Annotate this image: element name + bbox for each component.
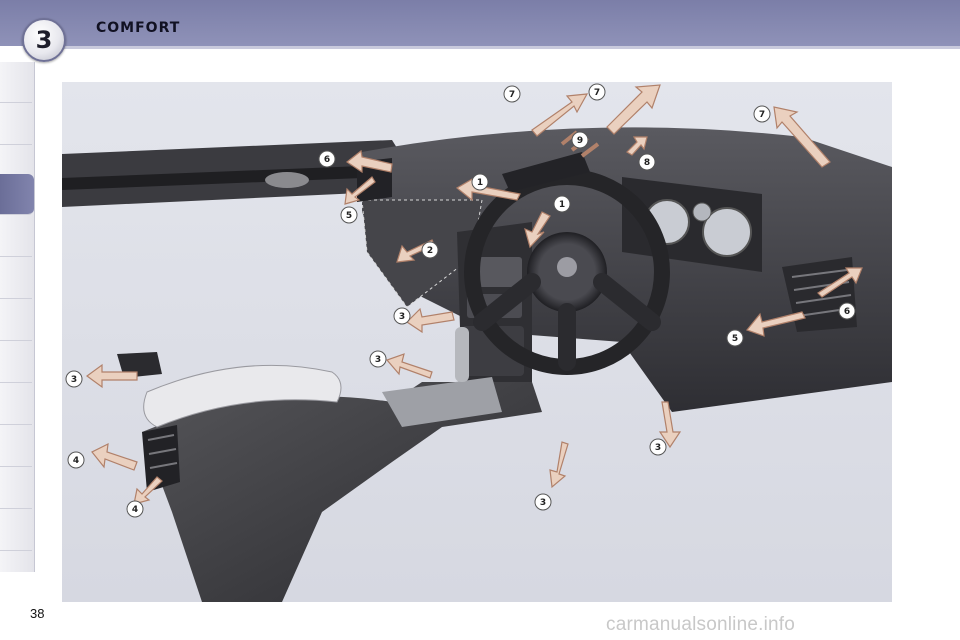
arrow-1b bbox=[524, 211, 551, 249]
callout-label: 2 bbox=[427, 246, 433, 256]
arrow-3d bbox=[549, 441, 569, 489]
callout-label: 3 bbox=[399, 312, 405, 322]
callout-8: 8 bbox=[638, 153, 656, 171]
chapter-tab[interactable] bbox=[0, 216, 32, 257]
callout-5b: 5 bbox=[726, 329, 744, 347]
callout-7c: 7 bbox=[753, 105, 771, 123]
callout-2: 2 bbox=[421, 241, 439, 259]
callout-label: 1 bbox=[559, 200, 565, 210]
callout-label: 6 bbox=[844, 307, 850, 317]
chapter-tab[interactable] bbox=[0, 104, 32, 145]
callout-3d: 3 bbox=[534, 493, 552, 511]
callout-3e: 3 bbox=[65, 370, 83, 388]
watermark: carmanualsonline.info bbox=[606, 614, 796, 635]
arrow-7a bbox=[531, 93, 589, 137]
chapter-badge: 3 bbox=[22, 18, 66, 62]
page-number: 38 bbox=[30, 606, 45, 621]
arrow-6a bbox=[345, 149, 393, 174]
callout-label: 8 bbox=[644, 158, 650, 168]
callout-label: 3 bbox=[71, 375, 77, 385]
chapter-tab[interactable] bbox=[0, 510, 32, 551]
gauge-right bbox=[702, 207, 752, 257]
arrow-4a bbox=[91, 442, 138, 471]
callout-label: 1 bbox=[477, 178, 483, 188]
callout-7b: 7 bbox=[588, 83, 606, 101]
callout-3c: 3 bbox=[649, 438, 667, 456]
chapter-tab[interactable] bbox=[0, 258, 32, 299]
chapter-tab[interactable] bbox=[0, 384, 32, 425]
chapter-tab[interactable] bbox=[0, 342, 32, 383]
arrow-5b bbox=[745, 311, 806, 337]
callout-label: 3 bbox=[375, 355, 381, 365]
door-handle bbox=[265, 172, 309, 188]
callout-1a: 1 bbox=[471, 173, 489, 191]
callout-label: 3 bbox=[655, 443, 661, 453]
right-vent-slats bbox=[791, 269, 854, 317]
chapter-tab[interactable] bbox=[0, 426, 32, 467]
rear-vent-slats bbox=[147, 434, 178, 469]
callout-label: 7 bbox=[509, 90, 515, 100]
callout-label: 5 bbox=[346, 211, 352, 221]
chapter-number: 3 bbox=[35, 26, 53, 54]
callout-label: 7 bbox=[759, 110, 765, 120]
callout-3b: 3 bbox=[369, 350, 387, 368]
chapter-tab-active[interactable] bbox=[0, 174, 34, 215]
center-vents bbox=[502, 152, 590, 192]
callout-markers: 7 7 7 9 8 1 1 2 6 5 6 5 3 3 3 3 3 4 4 bbox=[65, 83, 856, 518]
arrow-3a bbox=[406, 307, 455, 334]
chapter-tab-column bbox=[0, 62, 35, 572]
arrow-8 bbox=[626, 136, 648, 156]
rear-vent-housing bbox=[142, 425, 180, 492]
callout-6b: 6 bbox=[838, 302, 856, 320]
chapter-header bbox=[0, 0, 960, 46]
chapter-tab[interactable] bbox=[0, 62, 32, 103]
callout-label: 7 bbox=[594, 88, 600, 98]
callout-1b: 1 bbox=[553, 195, 571, 213]
arrow-6b bbox=[817, 267, 863, 298]
gear-lever bbox=[455, 327, 469, 382]
callout-3a: 3 bbox=[393, 307, 411, 325]
callout-4a: 4 bbox=[67, 451, 85, 469]
chapter-title: COMFORT bbox=[96, 20, 181, 36]
airflow-arrows bbox=[85, 84, 863, 505]
arrow-3b bbox=[385, 353, 433, 379]
callout-label: 4 bbox=[132, 505, 138, 515]
callout-7a: 7 bbox=[503, 85, 521, 103]
header-rule bbox=[60, 46, 960, 49]
gear-selector-surround bbox=[382, 377, 502, 427]
arrow-3c bbox=[658, 401, 682, 449]
steering-wheel-spokes bbox=[473, 273, 661, 371]
callout-label: 9 bbox=[577, 136, 583, 146]
dashboard-illustration: 7 7 7 9 8 1 1 2 6 5 6 5 3 3 3 3 3 4 4 bbox=[62, 82, 892, 602]
callout-label: 5 bbox=[732, 334, 738, 344]
arrow-7c bbox=[773, 106, 831, 168]
callout-5a: 5 bbox=[340, 206, 358, 224]
callout-9: 9 bbox=[571, 131, 589, 149]
glovebox bbox=[361, 199, 483, 308]
callout-4b: 4 bbox=[126, 500, 144, 518]
callout-label: 6 bbox=[324, 155, 330, 165]
ventilation-figure: 7 7 7 9 8 1 1 2 6 5 6 5 3 3 3 3 3 4 4 bbox=[62, 82, 892, 602]
armrest bbox=[143, 364, 342, 428]
chapter-tab[interactable] bbox=[0, 468, 32, 509]
radio-panel bbox=[467, 257, 522, 287]
chapter-tab[interactable] bbox=[0, 300, 32, 341]
center-console bbox=[142, 382, 542, 602]
steering-wheel-badge bbox=[557, 257, 577, 277]
arrow-4b bbox=[133, 476, 163, 505]
gauge-small bbox=[692, 202, 712, 222]
arrow-5a bbox=[344, 176, 376, 205]
callout-label: 4 bbox=[73, 456, 79, 466]
arrow-7b bbox=[606, 84, 661, 135]
callout-6a: 6 bbox=[318, 150, 336, 168]
arrow-3e bbox=[85, 363, 138, 389]
callout-label: 3 bbox=[540, 498, 546, 508]
